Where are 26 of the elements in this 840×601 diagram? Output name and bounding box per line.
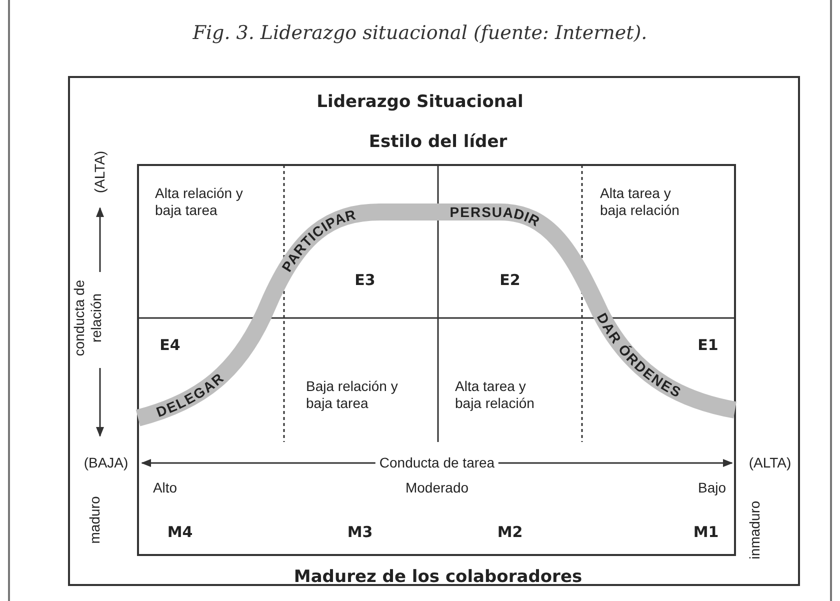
axis-label: conducta de relación (71, 278, 105, 358)
axis-label: inmaduro (746, 500, 764, 560)
maturity-code: M4 (167, 523, 193, 541)
axis-label: (BAJA) (84, 454, 128, 472)
scale-label: Bajo (698, 480, 726, 496)
curve-label: PERSUADIR (450, 204, 544, 230)
style-code: E4 (160, 336, 180, 354)
quadrant-text: Alta tarea y baja relación (455, 378, 536, 412)
scale-label: Alto (152, 480, 178, 496)
axis-label: (ALTA) (92, 150, 108, 194)
quadrant-text: Alta tarea y baja relación (600, 185, 680, 219)
maturity-code: M2 (497, 523, 523, 541)
diagram-title: Liderazgo Situacional (316, 92, 524, 112)
axis-title: Estilo del líder (368, 132, 508, 152)
scale-label: Moderado (405, 480, 469, 496)
axis-title: Madurez de los colaboradores (294, 566, 582, 588)
quadrant-text: Baja relación y baja tarea (306, 378, 399, 412)
axis-label: maduro (86, 496, 104, 544)
style-code: E1 (698, 336, 718, 354)
quadrant-text: Alta relación y baja tarea (155, 185, 244, 219)
maturity-code: M1 (693, 523, 719, 541)
style-code: E3 (354, 271, 376, 289)
axis-label: (ALTA) (748, 454, 792, 472)
figure-caption: Fig. 3. Liderazgo situacional (fuente: Internet). (192, 22, 648, 44)
maturity-code: M3 (347, 523, 373, 541)
style-code: E2 (500, 271, 520, 289)
